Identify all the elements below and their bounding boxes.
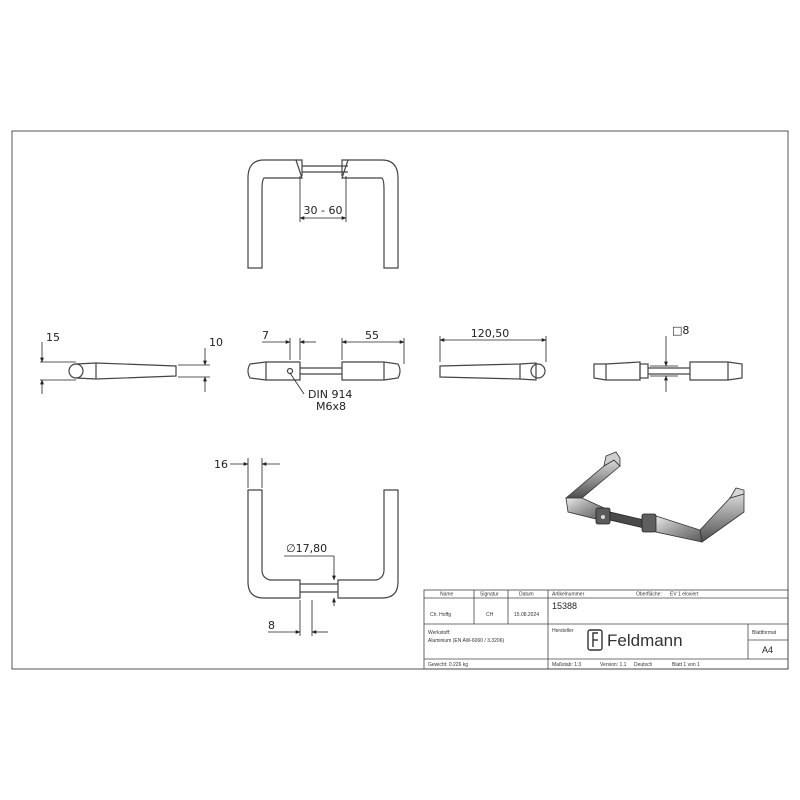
tb-artikel-value: 15388: [552, 601, 577, 611]
tb-signatur-value: CH: [486, 612, 494, 618]
title-block-text: Name Signatur Datum Artikelnummer Oberfl…: [428, 592, 777, 669]
dim-diameter: ∅17,80: [284, 542, 336, 606]
front-view: [247, 361, 401, 381]
tb-header-signatur: Signatur: [480, 592, 499, 598]
top-view: [247, 159, 399, 269]
tb-blatt: Blatt 1 von 1: [672, 662, 700, 668]
tb-sprache: Deutsch: [634, 662, 653, 668]
dim-square-label: □8: [672, 324, 689, 337]
feldmann-logo-icon: [587, 629, 603, 651]
title-block: [423, 589, 789, 670]
tb-datum-value: 15.08.2024: [514, 612, 539, 618]
dim-spacing: 30 - 60: [299, 176, 347, 222]
tb-header-datum: Datum: [519, 592, 534, 598]
screw-callout-line2: M6x8: [316, 400, 346, 413]
screw-callout-line1: DIN 914: [308, 388, 352, 401]
dim-10-label: 10: [209, 336, 223, 349]
tb-werkstoff-value: Aluminium (EN AW-6060 / 3.3206): [428, 638, 504, 644]
tb-gewicht: Gewicht: 0.226 kg: [428, 662, 468, 668]
tb-header-name: Name: [440, 592, 454, 598]
dim-10: 10: [178, 336, 223, 392]
dim-diameter-label: ∅17,80: [286, 542, 327, 555]
dim-7-label: 7: [262, 329, 269, 342]
tb-blattformat-label: Blattformat: [752, 630, 777, 636]
section-view: [593, 361, 743, 381]
dim-spacing-label: 30 - 60: [304, 204, 343, 217]
tb-blattformat-value: A4: [762, 645, 773, 655]
side-view-right: [439, 362, 546, 381]
dim-16: 16: [214, 458, 280, 488]
dim-7: 7: [262, 329, 316, 360]
dim-55-label: 55: [365, 329, 379, 342]
feldmann-logo: Feldmann: [587, 629, 683, 651]
tb-massstab: Maßstab: 1:3: [552, 662, 581, 668]
tb-version: Version: 1.1: [600, 662, 627, 668]
dim-length-label: 120,50: [471, 327, 510, 340]
tb-werkstoff-label: Werkstoff:: [428, 630, 450, 636]
dim-16-label: 16: [214, 458, 228, 471]
isometric-render: [564, 451, 745, 543]
tb-hersteller-label: Hersteller: [552, 628, 574, 634]
drawing-frame: [11, 130, 789, 670]
tb-oberflaeche-value: EV 1 eloxiert: [670, 592, 699, 598]
dim-15-label: 15: [46, 331, 60, 344]
side-view-left: [68, 362, 177, 380]
bottom-view: [247, 489, 399, 599]
dim-square: □8: [650, 324, 689, 392]
brand-name: Feldmann: [607, 631, 683, 650]
tb-header-artikel: Artikelnummer: [552, 592, 585, 598]
tb-header-oberflaeche: Oberfläche:: [636, 592, 662, 598]
dim-8-label: 8: [268, 619, 275, 632]
dim-15: 15: [40, 331, 76, 394]
dim-55: 55: [341, 329, 405, 364]
dim-length: 120,50: [439, 327, 547, 362]
screw-callout: DIN 914 M6x8: [289, 372, 352, 413]
dim-8: 8: [268, 600, 328, 636]
tb-name-value: Ch. Hoffg: [430, 612, 451, 618]
